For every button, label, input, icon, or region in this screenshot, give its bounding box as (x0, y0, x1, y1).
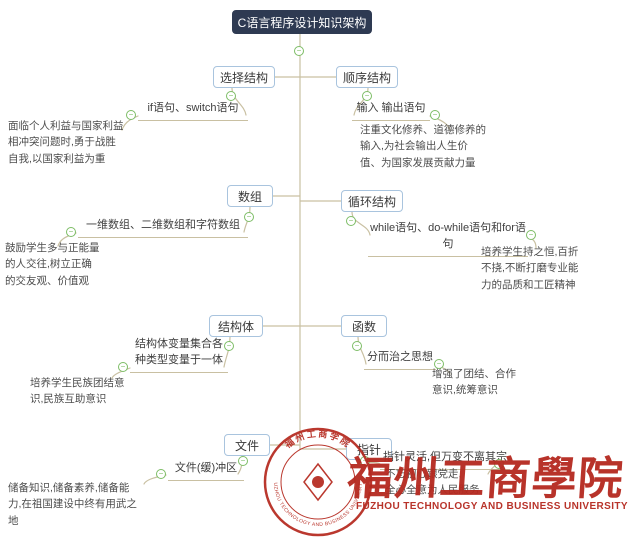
university-name-english: FUZHOU TECHNOLOGY AND BUSINESS UNIVERSIT… (356, 501, 628, 512)
collapse-icon-file[interactable] (238, 456, 248, 466)
subtopic-function[interactable]: 分而治之思想 (364, 350, 436, 370)
svg-text:福州工商学院: 福州工商学院 (282, 428, 354, 451)
function-sub-connector (357, 336, 367, 365)
collapse-icon-selection-sub[interactable] (126, 110, 136, 120)
collapse-icon-root[interactable] (294, 46, 304, 56)
topic-array[interactable]: 数组 (227, 185, 273, 207)
topic-loop[interactable]: 循环结构 (341, 190, 403, 212)
collapse-icon-loop[interactable] (346, 216, 356, 226)
subtopic-selection[interactable]: if语句、switch语句 (138, 101, 248, 121)
collapse-icon-pointer-sub[interactable] (494, 459, 504, 469)
collapse-icon-sequence[interactable] (362, 91, 372, 101)
seal-emblem (303, 462, 333, 502)
collapse-icon-struct-sub[interactable] (118, 362, 128, 372)
collapse-icon-struct[interactable] (224, 341, 234, 351)
collapse-icon-function-sub[interactable] (434, 359, 444, 369)
note-pointer[interactable]: 不忘初心跟党走, 全心全意为人民服务 (385, 468, 480, 497)
seal-inner-ring (280, 444, 356, 520)
note-selection[interactable]: 面临个人利益与国家利益 相冲突问题时,勇于战胜 自我,以国家利益为重 (8, 120, 124, 165)
university-name-calligraphy: 福州工商學院 (345, 452, 626, 505)
root-topic[interactable]: C语言程序设计知识架构 (232, 10, 372, 34)
collapse-icon-function[interactable] (352, 341, 362, 351)
subtopic-pointer[interactable]: 指针灵活,但万变不离其宗 (380, 450, 510, 470)
topic-file[interactable]: 文件 (224, 434, 270, 456)
seal-text-cn: 福州工商学院 (282, 428, 352, 451)
selection-note-connector (121, 115, 139, 131)
collapse-icon-array-sub[interactable] (66, 227, 76, 237)
note-file[interactable]: 储备知识,储备素养,储备能 力,在祖国建设中终有用武之地 (8, 482, 137, 527)
topic-sequence[interactable]: 顺序结构 (336, 66, 398, 88)
subtopic-file[interactable]: 文件(缓)冲区 (168, 461, 244, 481)
collapse-icon-sequence-sub[interactable] (430, 110, 440, 120)
subtopic-loop[interactable]: while语句、do-while语句和for语句 (368, 221, 528, 257)
topic-selection[interactable]: 选择结构 (213, 66, 275, 88)
subtopic-sequence[interactable]: 输入 输出语句 (352, 101, 430, 121)
subtopic-struct[interactable]: 结构体变量集合各 种类型变量于一体 (130, 337, 228, 373)
note-function[interactable]: 增强了团结、合作 意识,统筹意识 (432, 368, 516, 397)
note-array[interactable]: 鼓励学生多与正能量 的人交往,树立正确 的交友观、价值观 (5, 242, 100, 287)
collapse-icon-loop-sub[interactable] (526, 230, 536, 240)
collapse-icon-selection[interactable] (226, 91, 236, 101)
loop-sub-connector (351, 211, 371, 236)
collapse-icon-file-sub[interactable] (156, 469, 166, 479)
collapse-icon-array[interactable] (244, 212, 254, 222)
topic-struct[interactable]: 结构体 (209, 315, 263, 337)
note-sequence[interactable]: 注重文化修养、道德修养的 输入,为社会输出人生价 值、为国家发展贡献力量 (360, 124, 486, 169)
university-seal: 福州工商学院 FUZHOU TECHNOLOGY AND BUSINESS UN… (262, 426, 373, 537)
struct-note-connector (111, 367, 131, 379)
subtopic-array[interactable]: 一维数组、二维数组和字符数组 (78, 218, 248, 238)
note-loop[interactable]: 培养学生持之恒,百折 不挠,不断打磨专业能 力的品质和工匠精神 (481, 246, 579, 291)
note-struct[interactable]: 培养学生民族团结意 识,民族互助意识 (30, 377, 125, 406)
topic-function[interactable]: 函数 (341, 315, 387, 337)
